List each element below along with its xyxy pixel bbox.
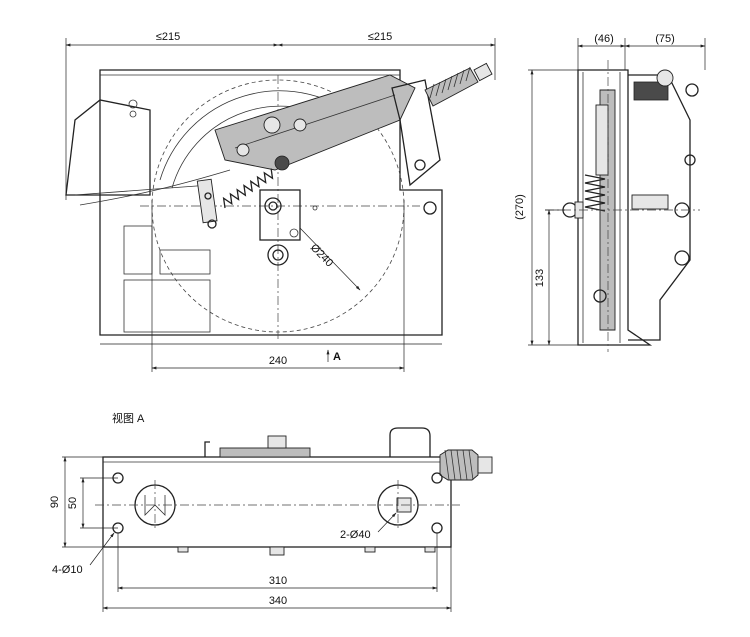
right-hole — [423, 201, 437, 215]
front-spring — [222, 168, 274, 209]
view-a-dim-width-outer: 340 — [269, 595, 287, 607]
front-dim-top-left: ≤215 — [156, 31, 180, 43]
front-view: ≤215 ≤215 — [65, 31, 496, 372]
lower-bolt — [267, 244, 289, 266]
side-dim-axis-height: 133 — [534, 269, 546, 287]
window-right — [159, 249, 211, 275]
front-bottom-dimension: 240 A — [100, 200, 442, 372]
view-a-dim-holes: 4-Ø10 — [52, 564, 83, 576]
side-view: (46) (75) (270) 133 — [514, 33, 706, 352]
view-a: 视图 A 90 — [49, 411, 493, 612]
view-a-dim-height-inner: 50 — [67, 497, 79, 509]
view-a-end-nut — [477, 456, 493, 474]
view-a-title: 视图 A — [112, 411, 145, 425]
front-dim-top-right: ≤215 — [368, 31, 392, 43]
threaded-spring — [424, 67, 479, 107]
pivot-pin — [274, 155, 290, 171]
left-guard — [65, 99, 151, 196]
hole-tr — [431, 472, 443, 484]
side-spring — [584, 174, 606, 212]
side-dim-top-left: (46) — [594, 33, 614, 45]
side-dim-height: (270) — [514, 194, 526, 220]
view-a-top-bolt — [267, 435, 287, 449]
front-top-dimension: ≤215 ≤215 — [65, 31, 496, 200]
view-a-dim-height-outer: 90 — [49, 496, 61, 508]
hub-bracket — [259, 189, 301, 241]
front-dim-diameter: Ø240 — [308, 242, 335, 270]
right-bracket — [391, 79, 441, 187]
view-a-dim-slots: 2-Ø40 — [340, 529, 371, 541]
window-bottom — [123, 279, 211, 333]
window-left-top — [123, 225, 153, 275]
side-top-block — [633, 81, 669, 101]
front-dim-bottom: 240 — [269, 355, 287, 367]
side-dim-top-right: (75) — [655, 33, 675, 45]
base-plate — [99, 69, 443, 336]
view-a-bracket — [389, 427, 431, 457]
hole-br — [431, 522, 443, 534]
side-frame — [577, 69, 653, 346]
view-a-marker: A — [333, 351, 341, 363]
view-a-dim-width-inner: 310 — [269, 575, 287, 587]
hub-bolt — [264, 197, 282, 215]
